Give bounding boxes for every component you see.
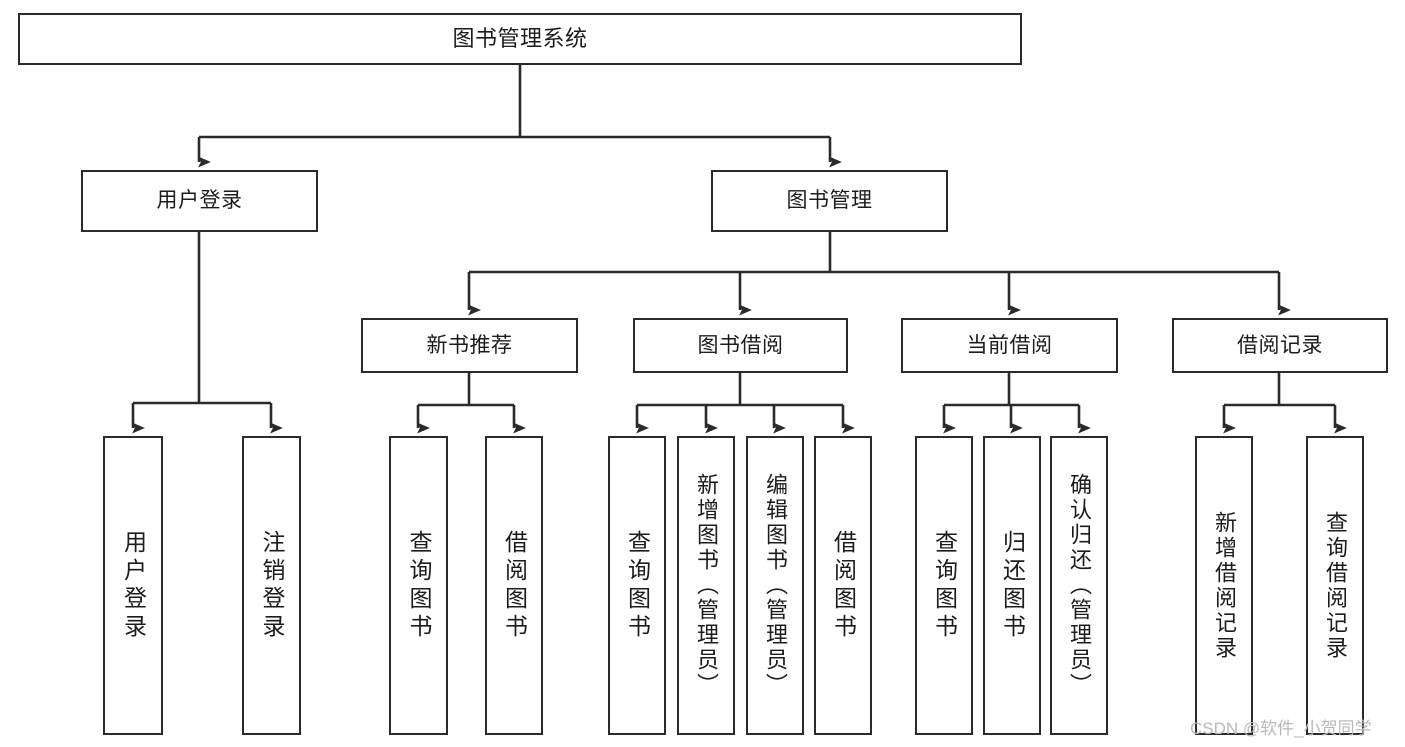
leaf-query-book-borrow[interactable]: 查询图书 bbox=[608, 436, 666, 735]
leaf-add-borrow-record[interactable]: 新增借阅记录 bbox=[1195, 436, 1253, 735]
node-root-book-management-system[interactable]: 图书管理系统 bbox=[18, 13, 1022, 65]
node-label: 编辑图书（管理员） bbox=[763, 473, 788, 698]
node-label: 用户登录 bbox=[120, 529, 147, 642]
node-label: 用户登录 bbox=[156, 189, 243, 213]
node-label: 当前借阅 bbox=[966, 333, 1053, 357]
leaf-borrow-book[interactable]: 借阅图书 bbox=[814, 436, 872, 735]
node-book-borrow[interactable]: 图书借阅 bbox=[633, 318, 848, 373]
node-label: 图书借阅 bbox=[697, 333, 784, 357]
node-label: 查询图书 bbox=[931, 529, 958, 642]
node-new-book-recommend[interactable]: 新书推荐 bbox=[361, 318, 578, 373]
node-label: 新增图书（管理员） bbox=[694, 473, 719, 698]
csdn-watermark: CSDN @软件_小贺同学 bbox=[1190, 719, 1372, 738]
leaf-edit-book-admin[interactable]: 编辑图书（管理员） bbox=[746, 436, 804, 735]
node-label: 新增借阅记录 bbox=[1212, 510, 1237, 661]
leaf-logout-login[interactable]: 注销登录 bbox=[242, 436, 301, 735]
leaf-confirm-return-admin[interactable]: 确认归还（管理员） bbox=[1050, 436, 1108, 735]
node-book-management[interactable]: 图书管理 bbox=[711, 170, 948, 232]
node-borrow-record[interactable]: 借阅记录 bbox=[1172, 318, 1388, 373]
leaf-borrow-book-recommend[interactable]: 借阅图书 bbox=[485, 436, 543, 735]
node-current-borrow[interactable]: 当前借阅 bbox=[901, 318, 1118, 373]
leaf-user-login[interactable]: 用户登录 bbox=[103, 436, 163, 735]
leaf-query-book-current[interactable]: 查询图书 bbox=[915, 436, 973, 735]
node-label: 注销登录 bbox=[259, 529, 285, 642]
node-label: 查询图书 bbox=[624, 529, 651, 642]
node-label: 新书推荐 bbox=[426, 333, 513, 357]
node-label: 归还图书 bbox=[999, 529, 1026, 642]
leaf-query-borrow-record[interactable]: 查询借阅记录 bbox=[1306, 436, 1364, 735]
node-label: 图书管理 bbox=[786, 189, 873, 213]
node-label: 借阅记录 bbox=[1237, 333, 1323, 357]
leaf-return-book[interactable]: 归还图书 bbox=[983, 436, 1041, 735]
node-label: 图书管理系统 bbox=[452, 25, 588, 51]
node-label: 借阅图书 bbox=[501, 529, 528, 642]
node-label: 查询借阅记录 bbox=[1323, 510, 1348, 661]
node-label: 确认归还（管理员） bbox=[1067, 473, 1092, 698]
leaf-add-book-admin[interactable]: 新增图书（管理员） bbox=[677, 436, 735, 735]
leaf-query-book-recommend[interactable]: 查询图书 bbox=[389, 436, 448, 735]
node-user-login[interactable]: 用户登录 bbox=[81, 170, 318, 232]
node-label: 查询图书 bbox=[406, 529, 432, 642]
node-label: 借阅图书 bbox=[830, 529, 857, 642]
